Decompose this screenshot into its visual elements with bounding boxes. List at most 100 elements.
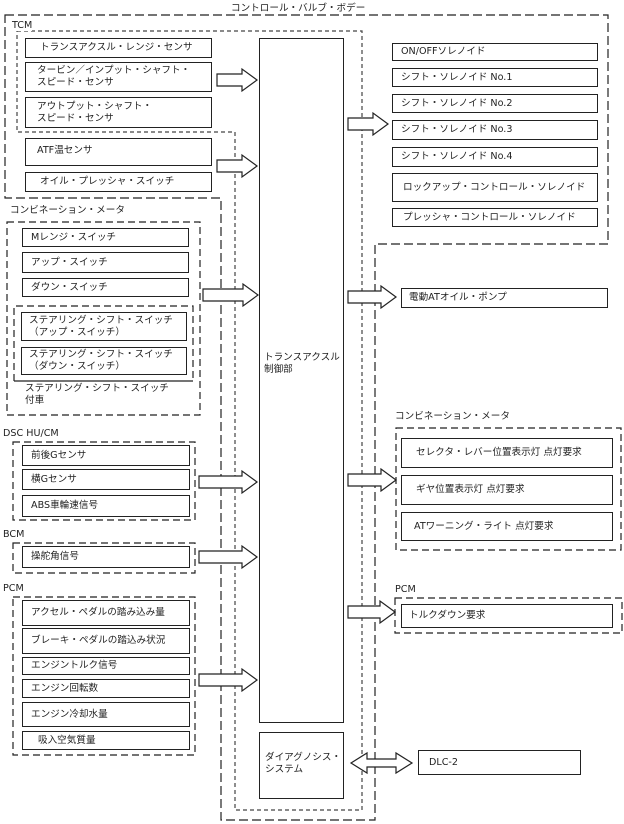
brake-pedal-status-text: ブレーキ・ペダルの踏込み状況 (31, 635, 166, 646)
torque-down-request: トルクダウン要求 (401, 604, 613, 628)
lockup-control-solenoid: ロックアップ・コントロール・ソレノイド (392, 173, 598, 202)
control-unit-label-line1: トランスアクスル (264, 352, 340, 363)
abs-wheel-speed-signal: ABS車輪速信号 (22, 495, 190, 517)
transaxle-range-sensor-text: トランスアクスル・レンジ・センサ (40, 42, 193, 53)
selector-lever-indicator-request-text: セレクタ・レバー位置表示灯 点灯要求 (416, 447, 582, 458)
intake-air-mass: 吸入空気質量 (22, 731, 190, 750)
torque-down-request-text: トルクダウン要求 (409, 610, 486, 621)
electric-at-oil-pump-text: 電動ATオイル・ポンプ (409, 292, 507, 303)
diagnosis-system: ダイアグノシス・ システム (259, 732, 344, 799)
output-shaft-speed-sensor: アウトプット・シャフト・ スピード・センサ (25, 97, 212, 128)
down-switch: ダウン・スイッチ (22, 278, 189, 297)
steering-shift-switch-group (13, 305, 194, 381)
engine-speed: エンジン回転数 (22, 679, 190, 698)
dsc-label: DSC HU/CM (3, 428, 59, 439)
gear-position-indicator-request-text: ギヤ位置表示灯 点灯要求 (416, 484, 525, 495)
control-unit-label-line2: 制御部 (264, 364, 293, 375)
steering-shift-switch-up-text-line1: ステアリング・シフト・スイッチ (29, 314, 173, 326)
shift-solenoid-3: シフト・ソレノイド No.3 (392, 120, 598, 140)
arrow-dsc-to-control (198, 469, 259, 495)
steering-note-line2: 付車 (25, 395, 45, 406)
combination-meter-input-label: コンビネーション・メータ (10, 205, 125, 216)
shift-solenoid-1: シフト・ソレノイド No.1 (392, 68, 598, 87)
bcm-input-group (12, 542, 196, 574)
at-warning-light-request: ATワーニング・ライト 点灯要求 (401, 512, 613, 541)
bcm-label: BCM (3, 529, 25, 540)
dsc-input-group (12, 441, 196, 521)
engine-speed-text: エンジン回転数 (31, 682, 99, 694)
diagnosis-system-label: ダイアグノシス・ システム (265, 752, 341, 776)
longitudinal-g-sensor-text: 前後Gセンサ (31, 449, 87, 461)
lateral-g-sensor-text: 横Gセンサ (31, 473, 77, 485)
steering-shift-switch-note: ステアリング・シフト・スイッチ 付車 (25, 383, 169, 407)
turbine-speed-sensor-text-line1: タービン／インプット・シャフト・ (37, 65, 191, 76)
turbine-input-shaft-speed-sensor: タービン／インプット・シャフト・ スピード・センサ (25, 62, 212, 92)
lateral-g-sensor: 横Gセンサ (22, 469, 190, 490)
steering-angle-signal-text: 操舵角信号 (31, 551, 79, 562)
steering-shift-switch-down: ステアリング・シフト・スイッチ （ダウン・スイッチ） (21, 347, 187, 375)
steering-angle-signal: 操舵角信号 (22, 546, 190, 568)
steering-shift-switch-down-text-line2: （ダウン・スイッチ） (29, 361, 125, 372)
lockup-control-solenoid-text: ロックアップ・コントロール・ソレノイド (403, 181, 586, 193)
atf-temperature-sensor-text: ATF温センサ (37, 145, 93, 156)
accelerator-pedal-position-text: アクセル・ペダルの踏み込み量 (31, 607, 165, 618)
shift-solenoid-2: シフト・ソレノイド No.2 (392, 94, 598, 113)
oil-pressure-switch: オイル・プレッシャ・スイッチ (25, 172, 212, 192)
steering-shift-switch-up-text-line2: （アップ・スイッチ） (29, 326, 125, 338)
shift-solenoid-4-text: シフト・ソレノイド No.4 (401, 151, 513, 162)
tcm-boundary (16, 30, 363, 811)
pcm-input-group (12, 596, 196, 756)
control-valve-body-boundary (4, 14, 609, 821)
up-switch: アップ・スイッチ (22, 252, 189, 273)
pcm-input-label: PCM (3, 583, 24, 594)
pcm-output-label: PCM (395, 584, 416, 595)
accelerator-pedal-position: アクセル・ペダルの踏み込み量 (22, 600, 190, 626)
tcm-label: TCM (12, 20, 33, 31)
on-off-solenoid-text: ON/OFFソレノイド (401, 46, 486, 57)
combination-meter-output-label: コンビネーション・メータ (395, 411, 510, 422)
m-range-switch: Mレンジ・スイッチ (22, 228, 189, 247)
abs-wheel-speed-signal-text: ABS車輪速信号 (31, 500, 99, 511)
steering-shift-switch-up: ステアリング・シフト・スイッチ （アップ・スイッチ） (21, 312, 187, 341)
control-valve-body-label: コントロール・バルブ・ボデー (231, 3, 366, 14)
diagnosis-label-line2: システム (265, 764, 304, 775)
oil-pressure-switch-text: オイル・プレッシャ・スイッチ (40, 176, 175, 187)
steering-shift-switch-down-text-line1: ステアリング・シフト・スイッチ (29, 349, 173, 360)
pressure-control-solenoid: プレッシャ・コントロール・ソレノイド (392, 208, 598, 227)
arrow-tcm-sensors-to-control (216, 67, 259, 93)
turbine-speed-sensor-text-line2: スピード・センサ (37, 77, 114, 88)
arrow-valve-body-sensors-to-control (216, 153, 259, 179)
pcm-output-group (394, 597, 623, 634)
combination-meter-output-group (395, 427, 622, 551)
combination-meter-input-group (6, 221, 201, 416)
diagnosis-label-line1: ダイアグノシス・ (265, 752, 342, 763)
arrow-diagnosis-dlc-bidirectional (349, 751, 414, 775)
transaxle-control-unit: トランスアクスル 制御部 (259, 38, 344, 723)
at-warning-light-request-text: ATワーニング・ライト 点灯要求 (414, 520, 554, 532)
arrow-control-to-solenoids (347, 111, 390, 137)
transaxle-control-unit-label: トランスアクスル 制御部 (264, 352, 340, 376)
longitudinal-g-sensor: 前後Gセンサ (22, 445, 190, 466)
down-switch-text: ダウン・スイッチ (31, 281, 108, 293)
arrow-pcm-to-control (198, 667, 259, 693)
electric-at-oil-pump: 電動ATオイル・ポンプ (401, 288, 608, 308)
m-range-switch-text: Mレンジ・スイッチ (31, 231, 117, 243)
on-off-solenoid: ON/OFFソレノイド (392, 43, 598, 61)
arrow-control-to-combination-meter (347, 467, 398, 493)
dlc-2-connector: DLC-2 (418, 750, 581, 775)
up-switch-text: アップ・スイッチ (31, 256, 108, 268)
atf-temperature-sensor: ATF温センサ (25, 138, 212, 166)
transaxle-range-sensor: トランスアクスル・レンジ・センサ (25, 38, 212, 58)
arrow-control-to-pcm (347, 599, 397, 625)
shift-solenoid-4: シフト・ソレノイド No.4 (392, 147, 598, 167)
arrow-combination-meter-to-control (202, 282, 260, 308)
intake-air-mass-text: 吸入空気質量 (38, 734, 96, 746)
engine-coolant-temperature-text: エンジン冷却水量 (31, 708, 108, 720)
pressure-control-solenoid-text: プレッシャ・コントロール・ソレノイド (403, 211, 576, 223)
engine-coolant-temperature: エンジン冷却水量 (22, 702, 190, 727)
steering-note-line1: ステアリング・シフト・スイッチ (25, 383, 169, 394)
arrow-bcm-to-control (198, 544, 259, 570)
shift-solenoid-1-text: シフト・ソレノイド No.1 (401, 71, 513, 83)
